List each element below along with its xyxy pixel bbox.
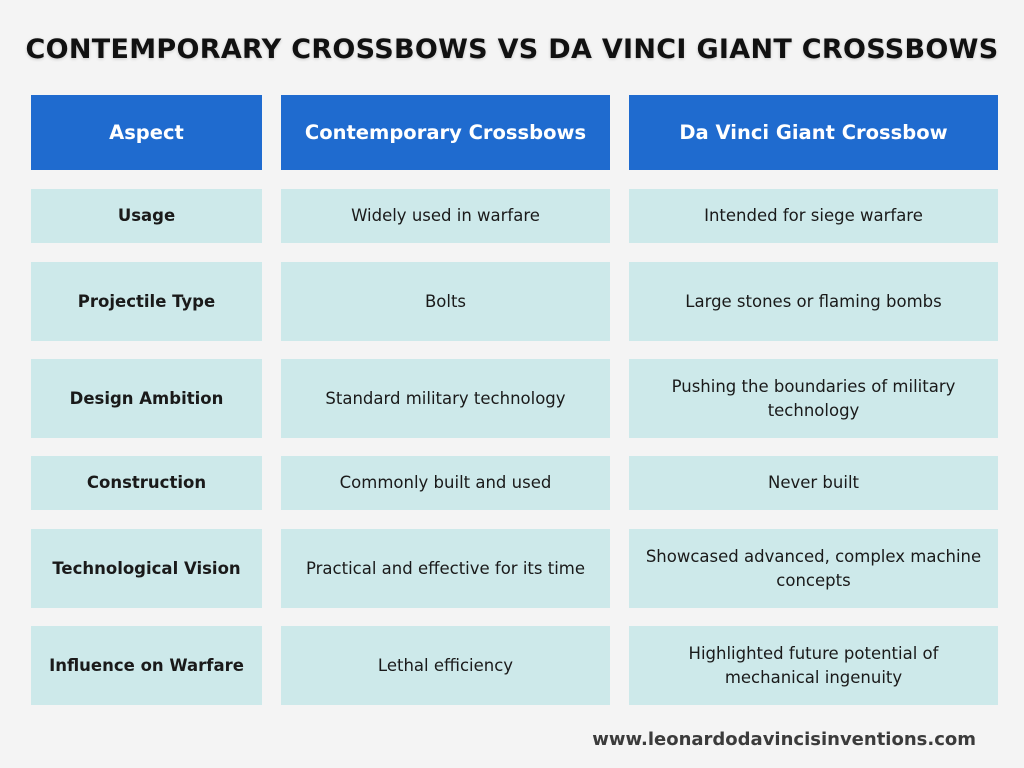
row-technological-vision-da-vinci: Showcased advanced, complex machine conc… [629, 529, 998, 608]
row-influence-on-warfare-contemporary: Lethal efficiency [281, 626, 610, 705]
header-contemporary-crossbows: Contemporary Crossbows [281, 95, 610, 170]
row-design-ambition-aspect: Design Ambition [31, 359, 262, 438]
row-design-ambition-da-vinci: Pushing the boundaries of military techn… [629, 359, 998, 438]
row-influence-on-warfare-aspect: Influence on Warfare [31, 626, 262, 705]
row-construction-da-vinci: Never built [629, 456, 998, 510]
page-title: CONTEMPORARY CROSSBOWS VS DA VINCI GIANT… [25, 34, 999, 65]
row-technological-vision-aspect: Technological Vision [31, 529, 262, 608]
row-influence-on-warfare-da-vinci: Highlighted future potential of mechanic… [629, 626, 998, 705]
row-construction-contemporary: Commonly built and used [281, 456, 610, 510]
row-technological-vision-contemporary: Practical and effective for its time [281, 529, 610, 608]
header-da-vinci-giant-crossbow: Da Vinci Giant Crossbow [629, 95, 998, 170]
row-construction-aspect: Construction [31, 456, 262, 510]
row-projectile-type-contemporary: Bolts [281, 262, 610, 341]
row-usage-contemporary: Widely used in warfare [281, 189, 610, 243]
header-aspect: Aspect [31, 95, 262, 170]
row-design-ambition-contemporary: Standard military technology [281, 359, 610, 438]
row-usage-da-vinci: Intended for siege warfare [629, 189, 998, 243]
row-usage-aspect: Usage [31, 189, 262, 243]
source-url: www.leonardodavincisinventions.com [592, 729, 976, 750]
row-projectile-type-aspect: Projectile Type [31, 262, 262, 341]
row-projectile-type-da-vinci: Large stones or flaming bombs [629, 262, 998, 341]
